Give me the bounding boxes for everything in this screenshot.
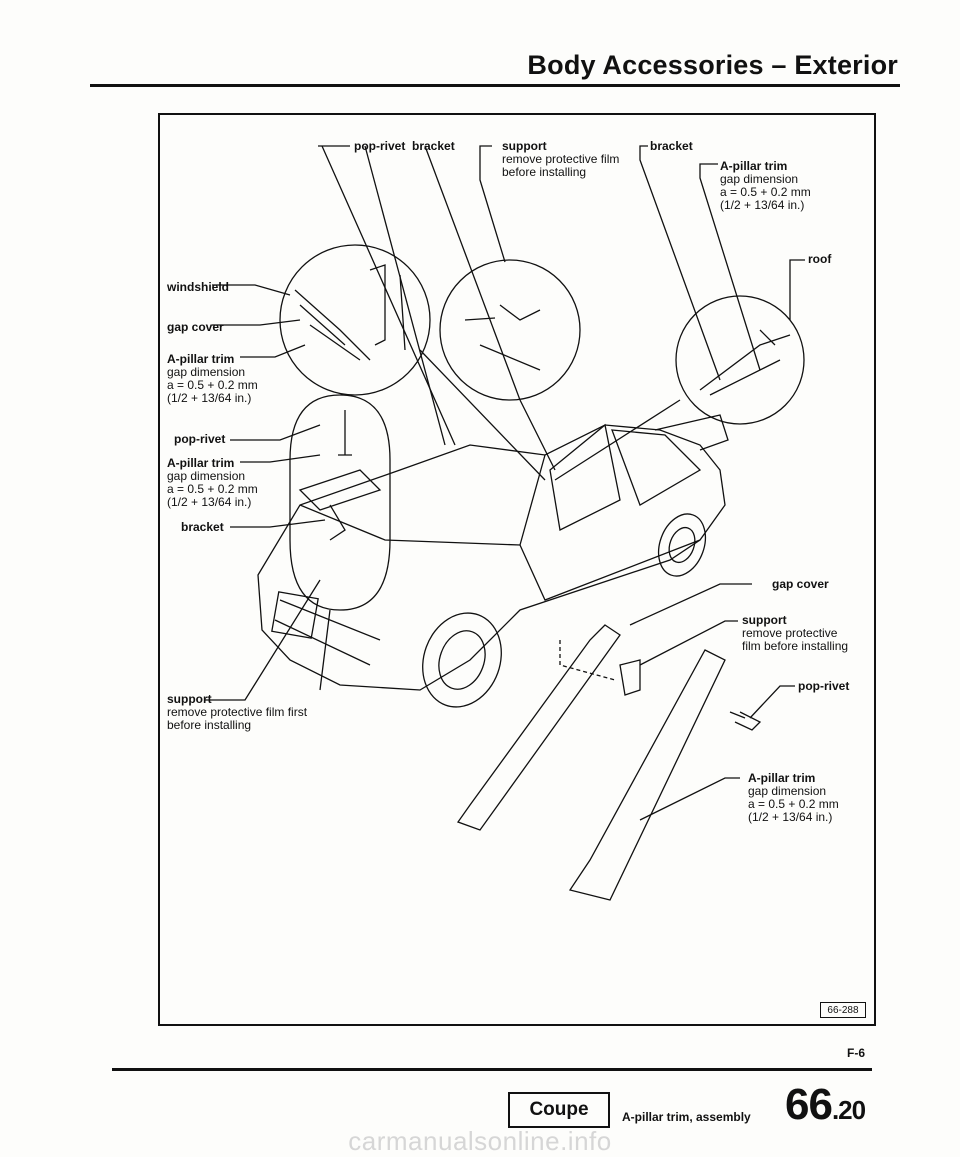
model-badge: Coupe bbox=[508, 1092, 610, 1128]
section-minor: .20 bbox=[831, 1095, 866, 1125]
label-gap-cover-left: gap cover bbox=[167, 320, 224, 334]
header-rule bbox=[90, 84, 900, 87]
page-title: Body Accessories – Exterior bbox=[527, 50, 898, 80]
label-right-gap-cover: gap cover bbox=[772, 577, 829, 591]
label-top-support: support remove protective film before in… bbox=[502, 139, 620, 179]
label-right-apillar-trim: A-pillar trim gap dimension a = 0.5 + 0.… bbox=[748, 771, 839, 824]
label-top-bracket-2: bracket bbox=[650, 139, 693, 153]
figure-frame bbox=[158, 113, 876, 1026]
detail-circle-support bbox=[439, 259, 581, 401]
detail-circle-roof bbox=[675, 295, 805, 425]
label-windshield: windshield bbox=[167, 280, 230, 294]
section-number: 66.20 bbox=[785, 1080, 866, 1130]
label-left-pop-rivet: pop-rivet bbox=[174, 432, 226, 446]
label-left-apillar-2: A-pillar trim gap dimension a = 0.5 + 0.… bbox=[167, 456, 258, 509]
label-top-bracket-1: bracket bbox=[412, 139, 455, 153]
page-code: F-6 bbox=[847, 1046, 865, 1060]
label-roof: roof bbox=[808, 252, 832, 266]
label-right-pop-rivet: pop-rivet bbox=[798, 679, 850, 693]
label-left-apillar-1: A-pillar trim gap dimension a = 0.5 + 0.… bbox=[167, 352, 258, 405]
label-left-bracket: bracket bbox=[181, 520, 224, 534]
detail-capsule-rivet bbox=[289, 394, 391, 611]
support-part bbox=[619, 659, 641, 696]
page-caption: A-pillar trim, assembly bbox=[622, 1110, 751, 1124]
gap-cover-part bbox=[456, 624, 621, 831]
front-wheel bbox=[422, 612, 502, 708]
detail-circle-windshield bbox=[279, 244, 431, 396]
label-top-pop-rivet: pop-rivet bbox=[354, 139, 406, 153]
rear-wheel bbox=[657, 513, 707, 577]
label-bottom-support: support remove protective film first bef… bbox=[167, 692, 308, 732]
figure-id: 66-288 bbox=[820, 1002, 866, 1018]
pop-rivet-part bbox=[729, 711, 762, 731]
section-major: 66 bbox=[785, 1080, 833, 1129]
footer-rule bbox=[112, 1068, 872, 1071]
watermark: carmanualsonline.info bbox=[348, 1126, 612, 1156]
apillar-trim-part bbox=[568, 649, 726, 901]
label-top-apillar-trim: A-pillar trim gap dimension a = 0.5 + 0.… bbox=[720, 159, 811, 212]
label-right-support: support remove protective film before in… bbox=[742, 613, 849, 653]
car-body-outline bbox=[257, 424, 726, 691]
